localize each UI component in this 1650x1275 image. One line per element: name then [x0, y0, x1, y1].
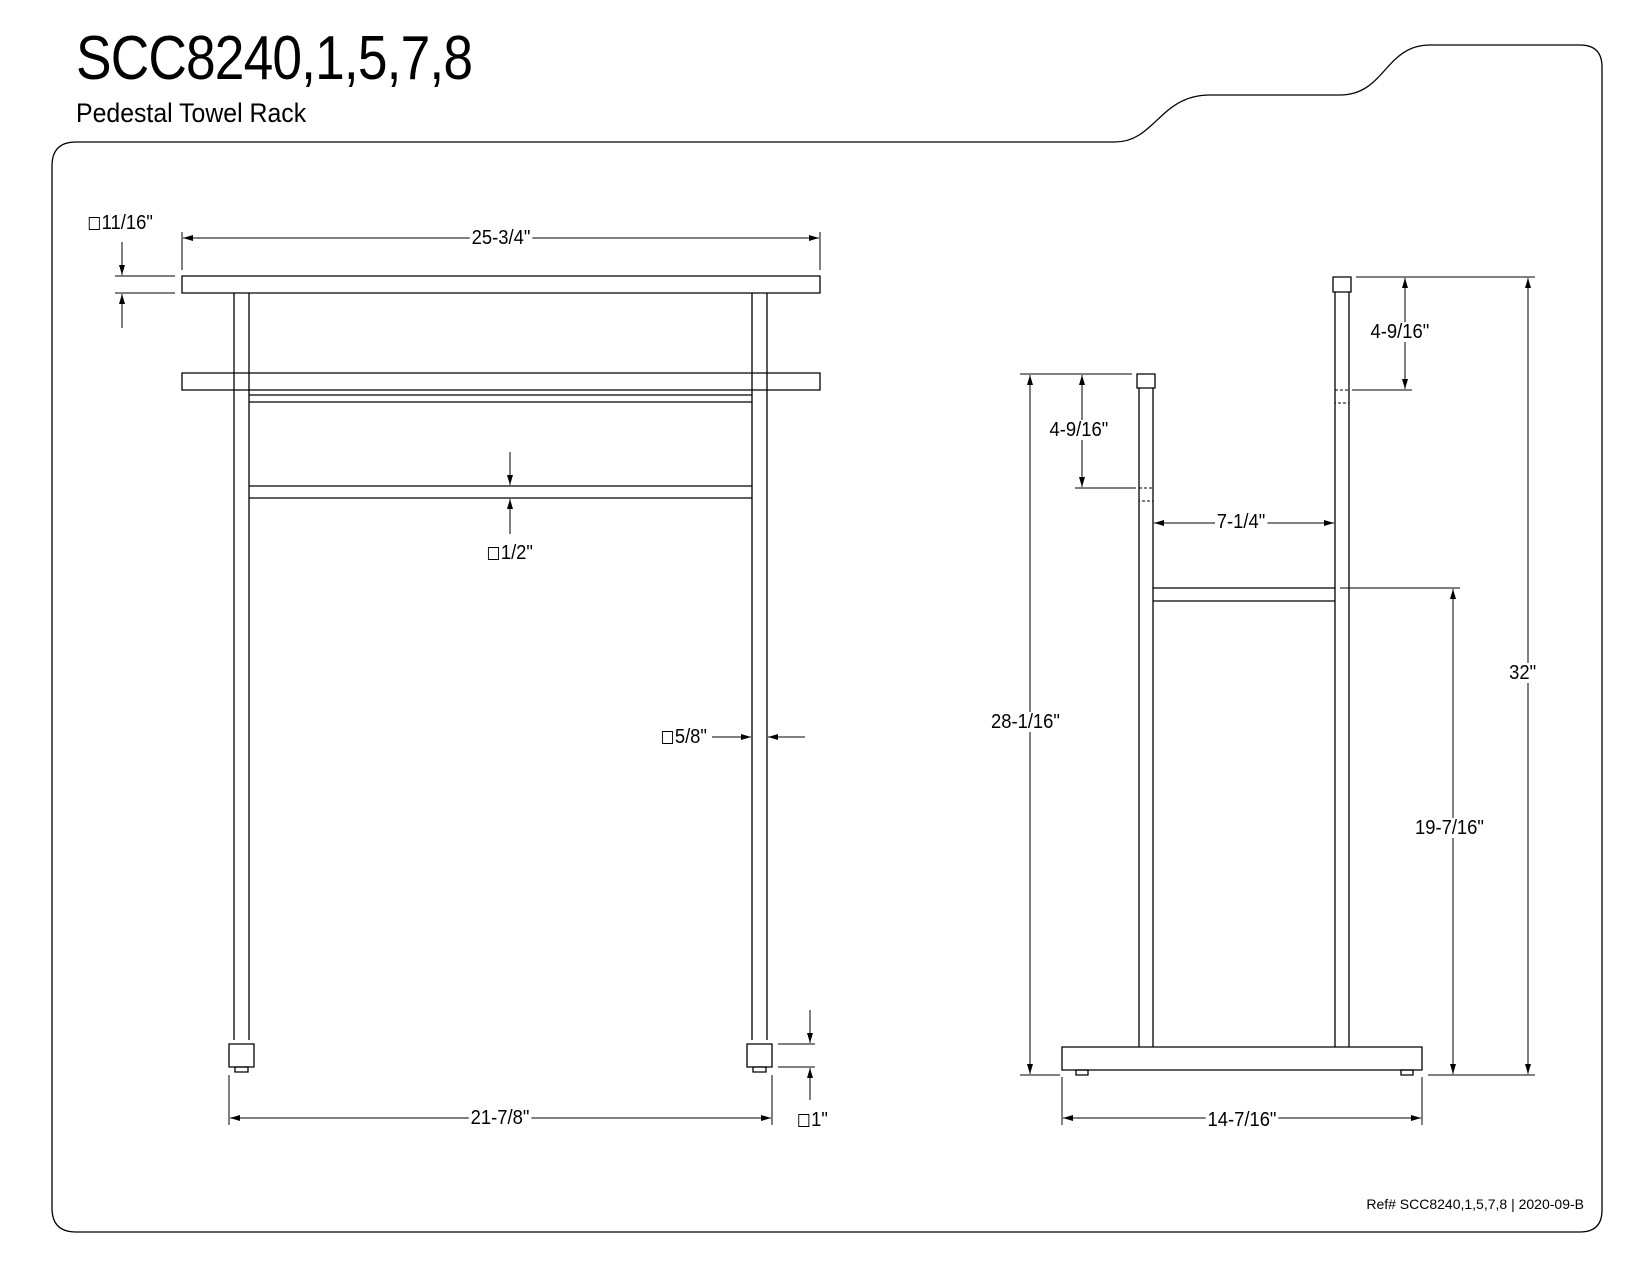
reference-code: Ref# SCC8240,1,5,7,8 | 2020-09-B	[1366, 1196, 1584, 1212]
dim-foot-height-label: 1"	[811, 1109, 828, 1131]
dim-foot-height: 1"	[796, 1109, 830, 1131]
dim-bar-thickness: 11/16"	[86, 212, 155, 234]
dim-post-offset-left: 4-9/16"	[1047, 419, 1111, 441]
side-base	[1062, 1047, 1422, 1070]
dim-post-thickness-label: 5/8"	[674, 726, 707, 748]
dim-overall-height: 32"	[1507, 662, 1539, 684]
dim-bar-thickness-label: 11/16"	[101, 212, 153, 234]
dim-post-spacing: 7-1/4"	[1214, 511, 1268, 533]
dim-post-thickness: 5/8"	[660, 727, 709, 747]
square-section-icon	[661, 731, 673, 744]
dim-base-depth: 14-7/16"	[1205, 1109, 1279, 1131]
dim-overall-width: 25-3/4"	[469, 227, 533, 249]
page-subtitle: Pedestal Towel Rack	[76, 98, 307, 128]
dim-inner-bar-thickness: 1/2"	[486, 543, 535, 563]
front-right-foot	[747, 1044, 772, 1067]
front-second-bar	[182, 373, 820, 390]
square-section-icon	[798, 1114, 810, 1127]
dim-bar-height: 19-7/16"	[1413, 817, 1486, 839]
side-view	[1020, 277, 1535, 1125]
dim-post-offset-right: 4-9/16"	[1368, 321, 1432, 343]
square-section-icon	[88, 217, 100, 230]
dim-base-span: 21-7/8"	[468, 1107, 532, 1129]
front-top-bar	[182, 276, 820, 293]
dim-inner-bar-thickness-label: 1/2"	[500, 542, 533, 564]
square-section-icon	[487, 547, 499, 560]
sheet-border	[52, 45, 1602, 1232]
front-left-foot	[229, 1044, 254, 1067]
front-view	[115, 232, 820, 1125]
dim-short-post-height: 28-1/16"	[989, 711, 1062, 733]
page-title: SCC8240,1,5,7,8	[76, 24, 473, 93]
